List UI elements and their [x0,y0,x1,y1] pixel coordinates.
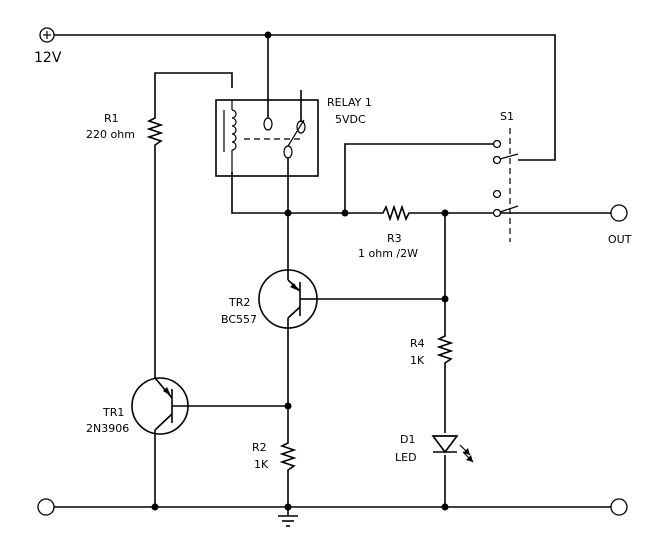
resistor-r3-symbol [380,204,412,222]
junctions [151,31,449,511]
tr1-ref-label: TR1 [102,406,124,419]
resistor-r2-symbol [279,440,297,475]
r3-ref-label: R3 [387,232,402,245]
tr1-value-label: 2N3906 [86,422,129,435]
supply-terminal [39,27,55,43]
r4-ref-label: R4 [410,337,425,350]
output-label: OUT [608,233,632,246]
junction-dot [284,402,292,410]
junction-dot [441,209,449,217]
ground-symbol [278,515,298,527]
relay-symbol [215,99,319,177]
r1-top-wire [154,72,233,115]
junction-dot [284,503,292,511]
r1-value-label: 220 ohm [86,128,135,141]
junction-dot [441,295,449,303]
relay-ref-label: RELAY 1 [327,96,372,109]
switch-s1-symbol [492,128,519,242]
tr2-value-label: BC557 [221,313,257,326]
transistor-tr1-symbol [131,377,189,435]
r1-ref-label: R1 [104,112,119,125]
transistor-tr2-symbol [258,269,318,329]
r4-value-label: 1K [410,354,425,367]
resistor-r1-symbol [146,115,164,148]
junction-dot [264,31,272,39]
led-d1-symbol [431,435,474,463]
supply-rail-wire [54,34,556,161]
relay-rating-label: 5VDC [335,113,366,126]
junction-dot [341,209,349,217]
resistor-r4-symbol [436,333,454,370]
ground-terminal-right [610,498,628,516]
switch-ref-label: S1 [500,110,514,123]
output-terminal [610,204,628,222]
wires [54,34,612,515]
s1-feed-wire [344,143,494,213]
coil-return-wire [231,172,380,214]
ground-terminal-left [37,498,55,516]
d1-ref-label: D1 [400,433,415,446]
junction-dot [441,503,449,511]
supply-label: 12V [34,50,62,66]
tr2-ref-label: TR2 [228,296,250,309]
r2-ref-label: R2 [252,441,267,454]
junction-dot [284,209,292,217]
d1-value-label: LED [395,451,417,464]
r3-value-label: 1 ohm /2W [358,247,418,260]
r2-value-label: 1K [254,458,269,471]
junction-dot [151,503,159,511]
